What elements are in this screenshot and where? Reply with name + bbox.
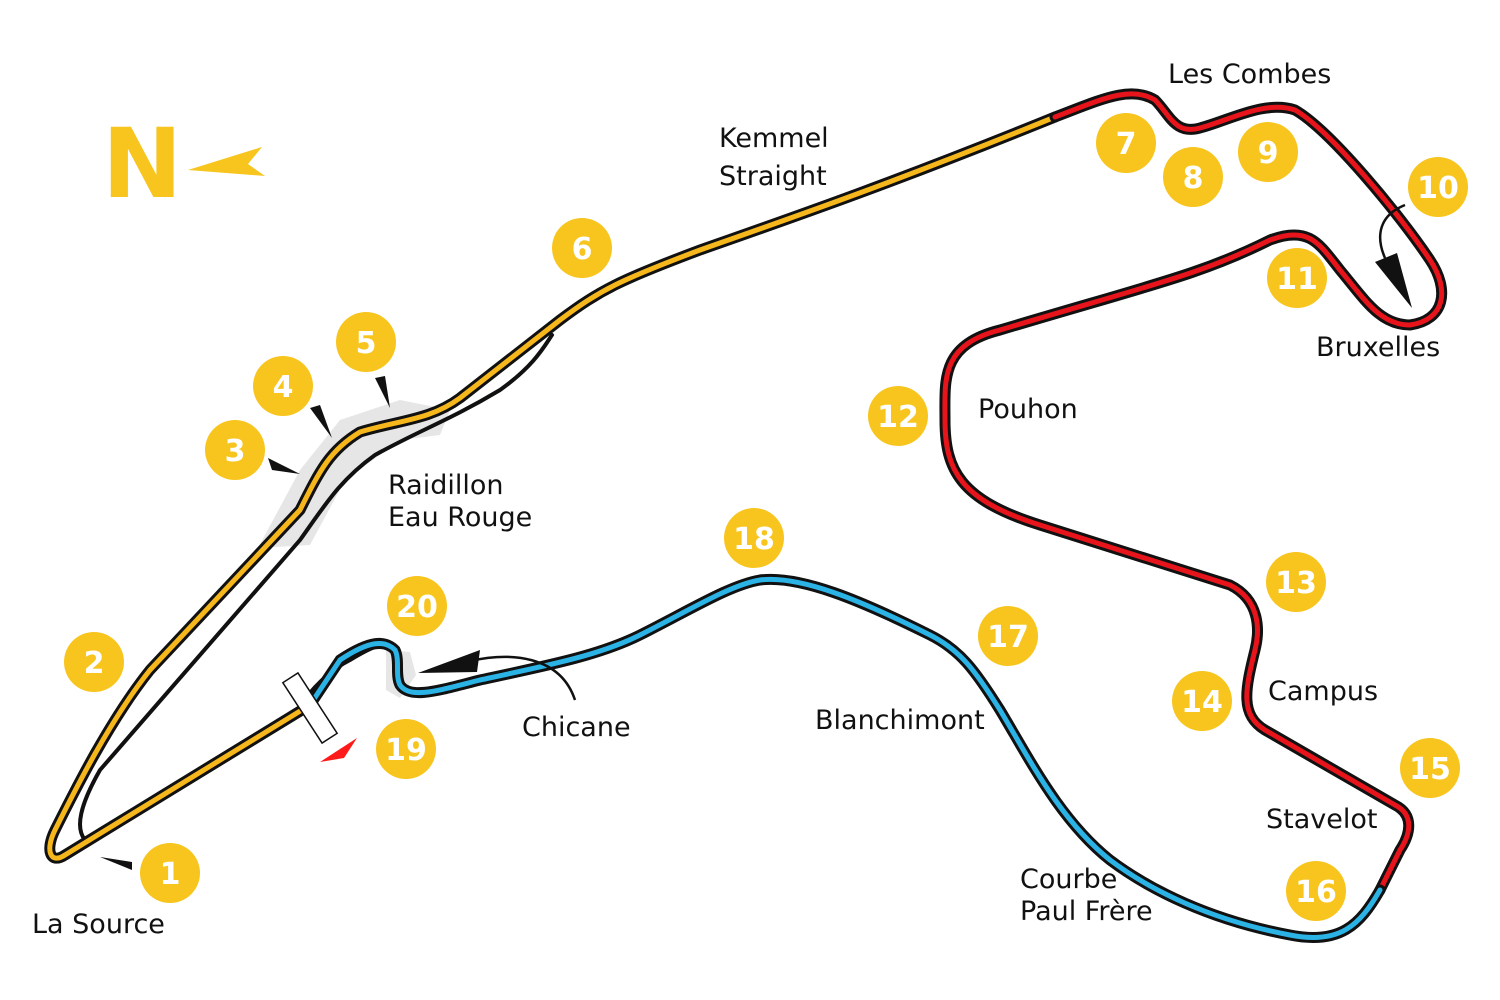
label-blanchimont: Blanchimont [815, 705, 985, 736]
turn-number: 20 [396, 590, 438, 625]
turn-number: 14 [1181, 685, 1223, 720]
turn-badge-16: 16 [1286, 861, 1346, 921]
turn-badge-circle [724, 508, 784, 568]
start-finish-line [281, 671, 339, 745]
label-straight: Straight [719, 161, 827, 192]
label-paul-frere: Paul Frère [1020, 896, 1153, 927]
label-raidillon: Raidillon [388, 470, 504, 501]
turn-badge-circle [1408, 157, 1468, 217]
start-direction-arrow [320, 738, 357, 762]
turn-number: 15 [1409, 752, 1451, 787]
turn-number: 10 [1417, 171, 1459, 206]
turn-badge-circle [64, 632, 124, 692]
turn-badge-circle [978, 606, 1038, 666]
turn-badge-8: 8 [1163, 147, 1223, 207]
turn-badge-circle [205, 420, 265, 480]
turn-badge-circle [1163, 147, 1223, 207]
turn-badge-circle [376, 719, 436, 779]
turn-badge-10: 10 [1408, 157, 1468, 217]
turn-badge-circle [387, 576, 447, 636]
pointer-turn-1 [100, 857, 132, 870]
direction-arrow-chicane [418, 650, 577, 701]
north-arrow-icon [188, 147, 265, 176]
label-pouhon: Pouhon [978, 394, 1078, 425]
turn-number: 7 [1116, 127, 1137, 162]
label-courbe: Courbe [1020, 864, 1117, 895]
turn-badge-20: 20 [387, 576, 447, 636]
turn-badge-11: 11 [1267, 248, 1327, 308]
turn-badge-circle [253, 356, 313, 416]
label-kemmel: Kemmel [719, 123, 829, 154]
turn-number: 11 [1276, 262, 1318, 297]
turn-badge-14: 14 [1172, 671, 1232, 731]
turn-badge-circle [868, 386, 928, 446]
label-la-source: La Source [32, 909, 165, 940]
direction-arrow-bruxelles [1375, 203, 1412, 308]
label-bruxelles: Bruxelles [1316, 332, 1440, 363]
turn-badge-19: 19 [376, 719, 436, 779]
turn-badge-circle [1238, 122, 1298, 182]
turn-badge-2: 2 [64, 632, 124, 692]
turn-number: 13 [1275, 566, 1317, 601]
label-eau-rouge: Eau Rouge [388, 502, 532, 533]
turn-badge-3: 3 [205, 420, 265, 480]
turn-badge-7: 7 [1096, 113, 1156, 173]
turn-badge-circle [1286, 861, 1346, 921]
turn-badge-4: 4 [253, 356, 313, 416]
turn-number: 3 [225, 434, 246, 469]
turn-badge-1: 1 [140, 843, 200, 903]
turn-badge-circle [140, 843, 200, 903]
turn-number: 12 [877, 400, 919, 435]
track-sector-2 [939, 88, 1448, 896]
turn-number: 1 [160, 857, 181, 892]
north-label: N [102, 108, 182, 220]
turn-badge-circle [1400, 738, 1460, 798]
turn-number: 5 [356, 326, 377, 361]
turn-badge-13: 13 [1266, 552, 1326, 612]
label-stavelot: Stavelot [1266, 804, 1377, 835]
turn-badge-circle [1266, 552, 1326, 612]
turn-badge-15: 15 [1400, 738, 1460, 798]
turn-badge-12: 12 [868, 386, 928, 446]
turn-number: 4 [273, 370, 294, 405]
pointer-turn-5 [375, 376, 390, 408]
turn-badge-9: 9 [1238, 122, 1298, 182]
turn-badge-17: 17 [978, 606, 1038, 666]
label-campus: Campus [1268, 676, 1378, 707]
turn-number: 19 [385, 733, 427, 768]
turn-number: 6 [572, 232, 593, 267]
turn-badge-circle [1096, 113, 1156, 173]
label-les-combes: Les Combes [1168, 59, 1331, 90]
turn-number: 17 [987, 620, 1029, 655]
track-sector-3 [304, 573, 1386, 944]
label-chicane: Chicane [522, 712, 631, 743]
turn-badge-18: 18 [724, 508, 784, 568]
track-sector-1 [44, 111, 1061, 864]
pointer-turn-3 [268, 458, 300, 474]
pointer-turn-4 [310, 405, 332, 438]
turn-badge-6: 6 [552, 218, 612, 278]
turn-badge-circle [1172, 671, 1232, 731]
turn-badge-5: 5 [336, 312, 396, 372]
turn-number: 2 [84, 646, 105, 681]
turn-badge-circle [336, 312, 396, 372]
turn-number: 9 [1258, 136, 1279, 171]
eau-rouge-runoff [258, 400, 450, 548]
turn-badge-circle [1267, 248, 1327, 308]
turn-number: 18 [733, 522, 775, 557]
turn-number: 8 [1183, 161, 1204, 196]
turn-number: 16 [1295, 875, 1337, 910]
turn-badge-circle [552, 218, 612, 278]
